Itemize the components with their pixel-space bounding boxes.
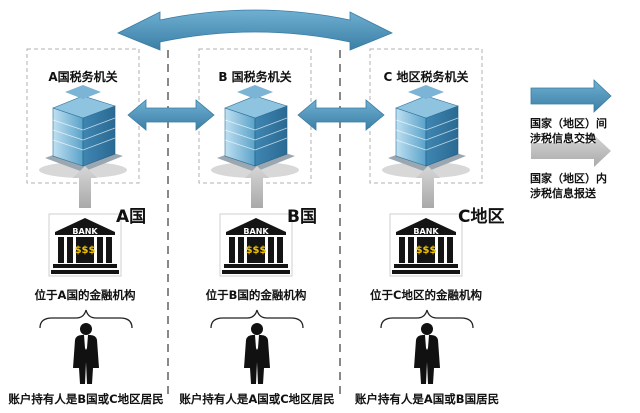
holder-caption-b: 账户持有人是A国或C地区居民 [179,392,335,406]
office-title-b: B 国税务机关 [218,70,292,84]
report-arrow-b [245,166,269,208]
brace-a [39,309,133,329]
building-icon-b [210,84,300,179]
holder-caption-c: 账户持有人是A国或B国居民 [354,392,500,406]
bank-sign-b: BANK [243,227,269,236]
legend-international-line1: 国家（地区）间 [530,117,607,130]
person-icon-b [244,323,270,384]
building-icon-c [381,84,471,179]
bank-money-c: $$$ [416,245,437,256]
bank-money-b: $$$ [246,245,267,256]
country-label-b: B国 [287,207,317,227]
bank-money-a: $$$ [75,245,96,256]
office-title-a: A国税务机关 [48,70,118,84]
report-arrow-a [73,166,97,208]
report-arrow-c [416,166,440,208]
person-icon-a [73,323,99,384]
bank-sign-a: BANK [72,227,98,236]
exchange-arrow-a-b [127,99,215,131]
bank-icon-b: BANK $$$ [219,213,293,277]
bank-icon-c: BANK $$$ [389,213,463,277]
bank-sign-c: BANK [413,227,439,236]
country-label-c: C地区 [458,207,505,227]
legend-domestic-line1: 国家（地区）内 [530,172,607,185]
exchange-arrow-a-c [117,9,393,51]
legend-international-line2: 涉税信息交换 [530,132,596,145]
country-label-a: A国 [116,207,147,227]
brace-c [380,309,474,329]
legend-domestic-line2: 涉税信息报送 [530,187,596,200]
bank-caption-a: 位于A国的金融机构 [34,288,136,302]
holder-caption-a: 账户持有人是B国或C地区居民 [8,392,164,406]
person-icon-c [414,323,440,384]
legend-international: 国家（地区）间 涉税信息交换 [530,116,607,146]
office-title-c: C 地区税务机关 [383,70,469,84]
exchange-arrow-b-c [297,99,385,131]
legend-arrow-international [530,79,612,113]
bank-caption-b: 位于B国的金融机构 [205,288,307,302]
brace-b [210,309,304,329]
bank-caption-c: 位于C地区的金融机构 [370,288,482,302]
legend-domestic: 国家（地区）内 涉税信息报送 [530,171,607,201]
bank-icon-a: BANK $$$ [48,213,122,277]
legend-arrow-domestic [531,135,611,167]
building-icon-a [38,84,128,179]
